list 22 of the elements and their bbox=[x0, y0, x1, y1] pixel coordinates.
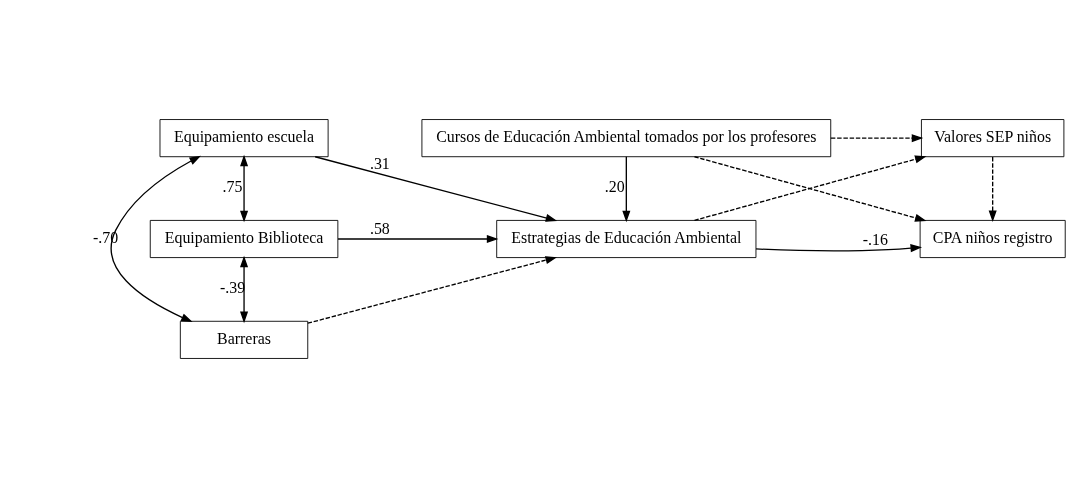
arrow bbox=[110, 155, 201, 322]
node-box: CPA niños registro bbox=[919, 219, 1066, 258]
node-box: Cursos de Educación Ambiental tomados por los profesores bbox=[421, 118, 832, 157]
edge-label: .58 bbox=[369, 219, 390, 237]
node-box: Equipamiento Biblioteca bbox=[149, 219, 339, 258]
node-box: Barreras bbox=[179, 320, 309, 359]
node-box: Valores SEP niños bbox=[921, 118, 1065, 157]
edge-label: .20 bbox=[604, 177, 625, 195]
arrow bbox=[307, 255, 558, 324]
edge-label: .31 bbox=[369, 154, 390, 172]
edge-label: .75 bbox=[222, 177, 243, 195]
edge-label: -.16 bbox=[862, 230, 889, 248]
arrow bbox=[830, 133, 924, 142]
arrow bbox=[755, 243, 922, 252]
arrow bbox=[240, 255, 249, 323]
node-box: Estrategias de Educación Ambiental bbox=[496, 219, 757, 258]
arrow bbox=[622, 155, 631, 222]
arrow bbox=[988, 155, 997, 222]
arrow bbox=[240, 154, 249, 222]
arrow bbox=[314, 155, 558, 222]
node-box: Equipamiento escuela bbox=[159, 118, 329, 157]
arrow bbox=[337, 234, 499, 243]
